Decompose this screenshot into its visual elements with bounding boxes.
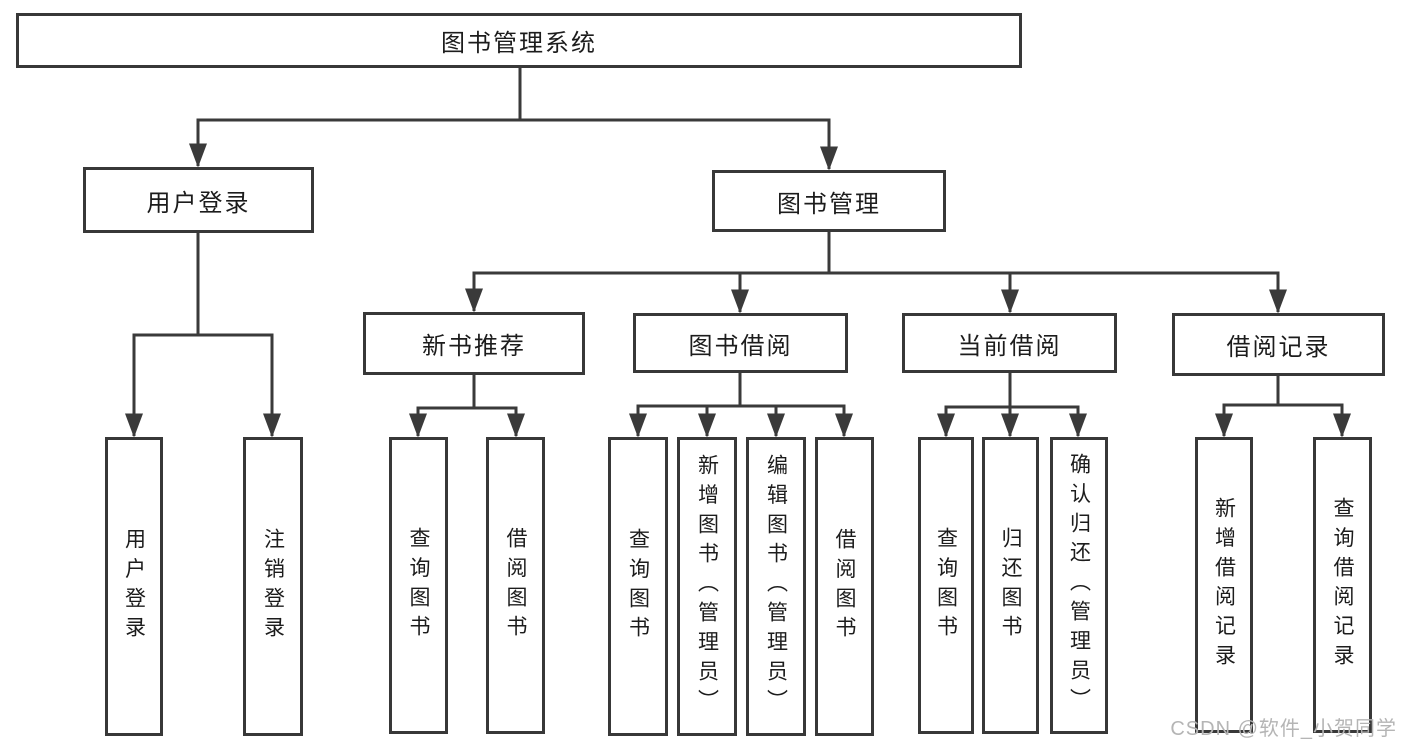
leaf-records-add-record: 新增借阅记录	[1195, 437, 1253, 733]
leaf-label: 查询图书	[626, 527, 650, 646]
leaf-current-query-books: 查询图书	[918, 437, 974, 734]
leaf-current-confirm-return-admin: 确认归还（管理员）	[1050, 437, 1108, 734]
leaf-label: 查询借阅记录	[1331, 496, 1354, 674]
leaf-label: 归还图书	[999, 526, 1022, 645]
node-book-mgmt: 图书管理	[712, 170, 946, 232]
connector-borrow-to-leaves	[629, 373, 853, 438]
leaf-label: 查询图书	[934, 526, 958, 645]
leaf-logout: 注销登录	[243, 437, 303, 736]
node-recommend: 新书推荐	[363, 312, 585, 375]
node-current: 当前借阅	[902, 313, 1117, 373]
leaf-borrow-query-books: 查询图书	[608, 437, 668, 736]
leaf-label: 借阅图书	[833, 527, 856, 646]
leaf-label: 借阅图书	[504, 526, 527, 645]
leaf-label: 查询图书	[407, 526, 430, 645]
leaf-borrow-edit-books-admin: 编辑图书（管理员）	[746, 437, 806, 736]
node-root-label: 图书管理系统	[441, 30, 597, 57]
node-user-login: 用户登录	[83, 167, 314, 233]
node-user-login-label: 用户登录	[146, 189, 251, 217]
leaf-label: 确认归还（管理员）	[1067, 453, 1091, 718]
connector-user-login-to-leaves	[125, 233, 281, 438]
leaf-label: 新增借阅记录	[1212, 496, 1236, 674]
csdn-watermark: CSDN @软件_小贺同学	[1170, 718, 1397, 740]
leaf-label: 新增图书（管理员）	[695, 454, 719, 719]
connector-records-to-leaves	[1215, 376, 1351, 438]
leaf-borrow-borrow-books: 借阅图书	[815, 437, 874, 736]
leaf-recommend-query-books: 查询图书	[389, 437, 448, 734]
node-current-label: 当前借阅	[957, 332, 1062, 360]
leaf-recommend-borrow-books: 借阅图书	[486, 437, 545, 734]
connector-recommend-to-leaves	[409, 375, 525, 438]
leaf-label: 用户登录	[122, 527, 146, 646]
node-records-label: 借阅记录	[1226, 334, 1331, 361]
leaf-current-return-books: 归还图书	[982, 437, 1039, 734]
connector-root-to-level2	[189, 68, 838, 171]
node-borrow-label: 图书借阅	[688, 332, 793, 360]
node-recommend-label: 新书推荐	[422, 333, 526, 360]
node-root: 图书管理系统	[16, 13, 1022, 68]
leaf-label: 注销登录	[261, 527, 285, 646]
node-borrow: 图书借阅	[633, 313, 848, 373]
connector-current-to-leaves	[937, 373, 1087, 438]
node-book-mgmt-label: 图书管理	[777, 190, 881, 218]
leaf-user-login: 用户登录	[105, 437, 163, 736]
leaf-borrow-add-books-admin: 新增图书（管理员）	[677, 437, 737, 736]
leaf-records-query-record: 查询借阅记录	[1313, 437, 1372, 733]
connector-book-mgmt-to-level3	[465, 232, 1287, 314]
node-records: 借阅记录	[1172, 313, 1385, 376]
leaf-label: 编辑图书（管理员）	[764, 454, 788, 719]
